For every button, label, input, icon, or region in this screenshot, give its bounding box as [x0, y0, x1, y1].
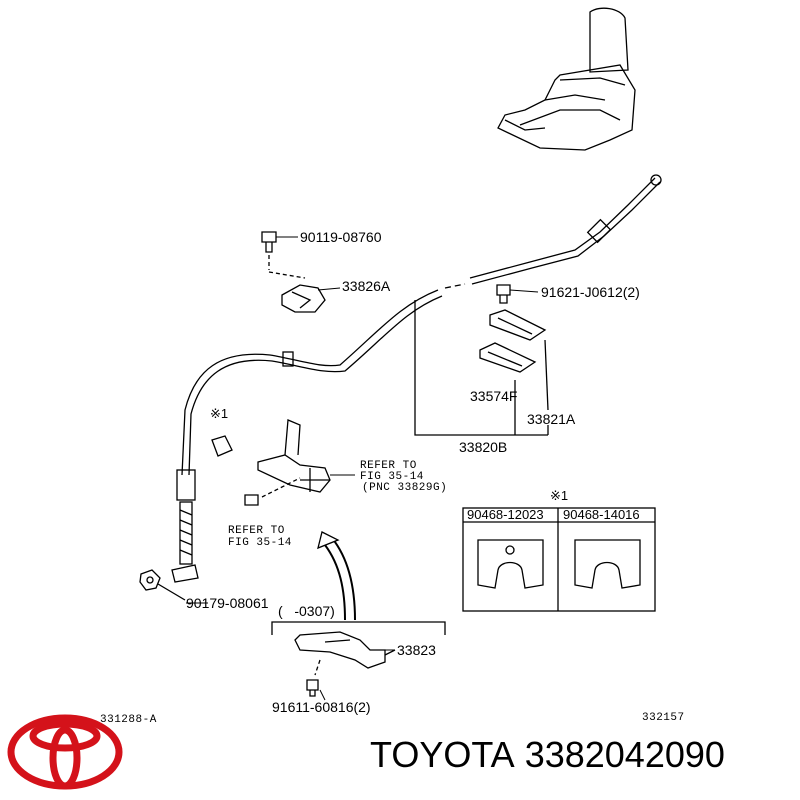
table-col2-header: 90468-14016 — [563, 507, 640, 522]
label-note-mark: ※1 — [210, 406, 228, 421]
label-bracket: 33823 — [397, 642, 436, 658]
label-bolt-right: 91621-J0612(2) — [541, 284, 640, 300]
label-refer-left-2: FIG 35-14 — [228, 537, 292, 549]
spec-table — [462, 507, 656, 612]
label-range: ( -0307) — [278, 603, 335, 619]
toyota-logo — [7, 714, 123, 790]
cable-upper — [469, 174, 662, 285]
label-refer-1: REFER TO — [360, 460, 417, 472]
label-pad: 33574F — [470, 388, 517, 404]
brand-name: TOYOTA — [370, 734, 515, 775]
bolt-bottom-drawing — [306, 679, 319, 697]
pad-drawing — [479, 309, 549, 411]
label-bolt-top: 90119-08760 — [300, 229, 382, 245]
label-nut: 90179-08061 — [186, 595, 269, 611]
label-refer-2: FIG 35-14 — [360, 471, 424, 483]
label-illus-left: 331288-A — [100, 714, 157, 726]
cable-main — [171, 283, 466, 583]
label-bolt-bottom: 91611-60816(2) — [272, 699, 371, 715]
range-bracket — [271, 621, 446, 635]
label-cable-group: 33820B — [459, 439, 507, 455]
refer-bracket-drawing — [244, 419, 331, 506]
nut-drawing — [139, 569, 186, 601]
clamp-drawing — [281, 284, 326, 313]
curved-arrow — [317, 531, 356, 621]
bolt-right-drawing — [496, 284, 511, 304]
label-refer-left-1: REFER TO — [228, 525, 285, 537]
group-bracket — [414, 300, 549, 436]
brand-line: TOYOTA 3382042090 — [370, 737, 725, 773]
part-number: 3382042090 — [524, 734, 725, 775]
shift-lever-drawing — [497, 7, 636, 151]
table-col1-header: 90468-12023 — [467, 507, 544, 522]
label-illus-right: 332157 — [642, 712, 685, 724]
label-refer-3: (PNC 33829G) — [362, 482, 447, 494]
note-bracket-drawing — [211, 435, 233, 457]
label-clamp: 33826A — [342, 278, 391, 294]
table-note-mark: ※1 — [550, 488, 568, 503]
bolt-top-drawing — [261, 231, 306, 279]
label-cable-assy: 33821A — [527, 411, 576, 427]
bracket-33823-drawing — [294, 631, 396, 676]
leader-lines — [186, 236, 539, 701]
